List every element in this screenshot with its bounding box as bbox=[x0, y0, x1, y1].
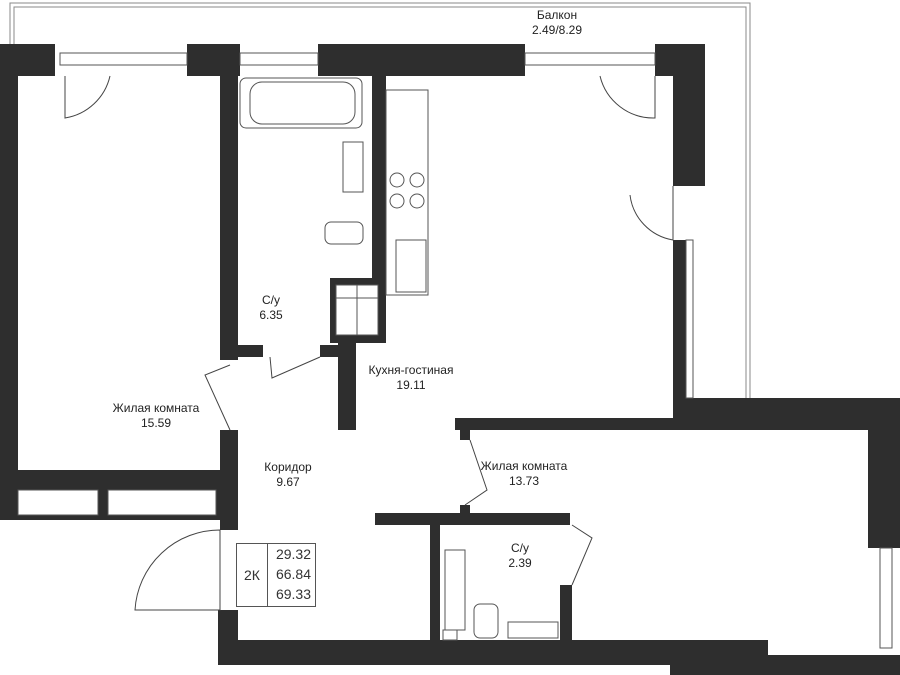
room-area: 2.49/8.29 bbox=[531, 23, 583, 37]
room-area: 15.59 bbox=[140, 416, 172, 430]
living-area: 29.32 bbox=[275, 546, 311, 562]
room-name: С/у bbox=[510, 541, 529, 555]
room-name: Коридор bbox=[264, 460, 312, 474]
room-name: Балкон bbox=[536, 8, 578, 22]
room-area: 2.39 bbox=[508, 556, 532, 570]
room-name: Жилая комната bbox=[480, 459, 568, 473]
apartment-type: 2К bbox=[237, 544, 268, 606]
room-name: Жилая комната bbox=[112, 401, 200, 415]
total-area: 66.84 bbox=[275, 566, 311, 582]
fixtures bbox=[17, 52, 893, 649]
room-area: 19.11 bbox=[396, 378, 426, 392]
total-area-with-balcony: 69.33 bbox=[275, 586, 311, 602]
room-area: 13.73 bbox=[508, 474, 540, 488]
apartment-summary: 2К 29.32 66.84 69.33 bbox=[236, 543, 316, 607]
room-name: С/у bbox=[261, 293, 280, 307]
room-name: Кухня-гостиная bbox=[368, 363, 454, 377]
balcony-outline bbox=[9, 2, 751, 398]
door-swings bbox=[64, 75, 674, 611]
room-area: 6.35 bbox=[259, 308, 283, 322]
room-area: 9.67 bbox=[276, 475, 300, 489]
